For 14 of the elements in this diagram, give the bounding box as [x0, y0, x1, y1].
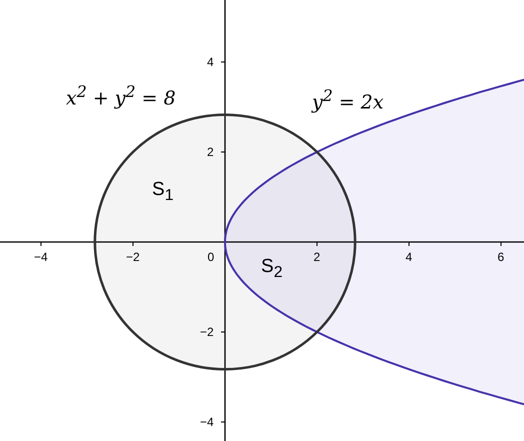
- tick-label: −2: [200, 326, 214, 338]
- tick-label: −4: [200, 416, 214, 428]
- tick-label: −2: [126, 251, 140, 263]
- tick-label: 2: [207, 146, 214, 158]
- tick-label: 2: [314, 251, 320, 263]
- tick-label: −4: [34, 251, 48, 263]
- region-label: S$_{1}$: [152, 180, 174, 204]
- equation-label: x$^{2}$ + y$^{2}$ = 8: [66, 84, 176, 108]
- tick-label: 6: [498, 251, 504, 263]
- tick-label: 4: [406, 251, 412, 263]
- region-label: S$_{2}$: [261, 257, 282, 281]
- tick-label: 4: [207, 56, 214, 68]
- equation-label: y$^{2}$ = 2x: [312, 88, 384, 112]
- tick-label: 0: [208, 251, 214, 263]
